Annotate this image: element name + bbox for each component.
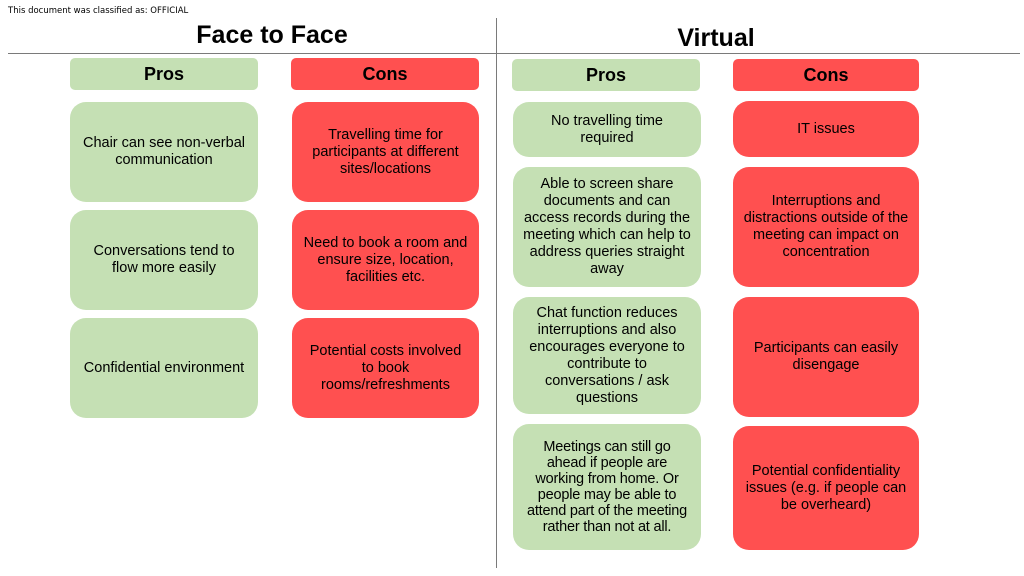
virtual-con-card: Interruptions and distractions outside o… bbox=[733, 167, 919, 287]
virtual-pro-card: No travelling time required bbox=[513, 102, 701, 157]
f2f-pro-card: Chair can see non-verbal communication bbox=[70, 102, 258, 202]
face-to-face-title: Face to Face bbox=[196, 21, 348, 49]
f2f-cons-header: Cons bbox=[291, 58, 479, 90]
f2f-pro-card: Conversations tend to flow more easily bbox=[70, 210, 258, 310]
f2f-con-card: Need to book a room and ensure size, loc… bbox=[292, 210, 479, 310]
f2f-pro-card: Confidential environment bbox=[70, 318, 258, 418]
virtual-pro-card: Chat function reduces interruptions and … bbox=[513, 297, 701, 414]
section-divider bbox=[496, 18, 497, 568]
virtual-con-card: Potential confidentiality issues (e.g. i… bbox=[733, 426, 919, 550]
virtual-pro-card: Meetings can still go ahead if people ar… bbox=[513, 424, 701, 550]
f2f-con-card: Potential costs involved to book rooms/r… bbox=[292, 318, 479, 418]
header-divider bbox=[8, 53, 1020, 54]
virtual-cons-header: Cons bbox=[733, 59, 919, 91]
virtual-con-card: IT issues bbox=[733, 101, 919, 157]
f2f-con-card: Travelling time for participants at diff… bbox=[292, 102, 479, 202]
virtual-con-card: Participants can easily disengage bbox=[733, 297, 919, 417]
classification-label: This document was classified as: OFFICIA… bbox=[8, 6, 189, 16]
virtual-title: Virtual bbox=[677, 24, 755, 52]
virtual-pros-header: Pros bbox=[512, 59, 700, 91]
virtual-pro-card: Able to screen share documents and can a… bbox=[513, 167, 701, 287]
f2f-pros-header: Pros bbox=[70, 58, 258, 90]
